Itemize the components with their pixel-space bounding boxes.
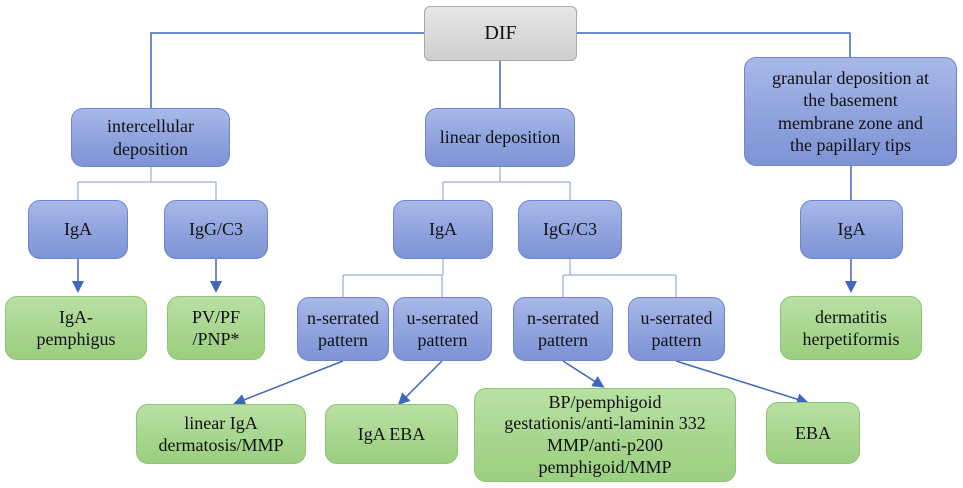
diagnosis-linear-iga-dermatosis-mmp: linear IgA dermatosis/MMP [136,404,306,464]
line-root-to-level1 [150,32,851,108]
diagnosis-iga-eba: IgA EBA [325,404,458,464]
node-intercellular-iggc3: IgG/C3 [164,200,268,259]
node-granular-deposition: granular deposition at the basement memb… [744,57,957,166]
line-linear-branch [442,167,571,200]
node-linear-deposition: linear deposition [425,108,575,167]
diagnosis-pv-pf-pnp: PV/PF /PNP* [167,296,265,360]
node-iggc3-u-serrated-pattern: u-serrated pattern [628,297,725,361]
arrow-u-serrated-to-eba [675,360,809,406]
node-iga-n-serrated-pattern: n-serrated pattern [297,297,389,361]
diagnosis-eba: EBA [766,402,860,464]
node-granular-iga: IgA [800,200,903,259]
node-intercellular-deposition: intercellular deposition [71,108,230,167]
node-linear-iga: IgA [393,200,493,259]
root-node-dif: DIF [424,6,577,61]
diagnosis-dermatitis-herpetiformis: dermatitis herpetiformis [780,296,922,360]
diagnosis-bp-pemphigoid-group: BP/pemphigoid gestationis/anti-laminin 3… [474,388,736,482]
node-iga-u-serrated-pattern: u-serrated pattern [393,297,492,361]
arrow-n-serrated-to-linear-iga-dermatosis [233,360,344,406]
diagnosis-iga-pemphigus: IgA- pemphigus [5,296,147,360]
arrow-u-serrated-to-iga-eba [397,360,443,406]
line-intercellular-branch [77,167,217,200]
node-intercellular-iga: IgA [28,200,128,259]
line-linear-iga-branch [342,259,444,297]
line-linear-iggc3-branch [562,259,677,297]
node-iggc3-n-serrated-pattern: n-serrated pattern [513,297,613,361]
node-linear-iggc3: IgG/C3 [518,200,622,259]
arrow-n-serrated-to-bp-group [562,360,605,388]
